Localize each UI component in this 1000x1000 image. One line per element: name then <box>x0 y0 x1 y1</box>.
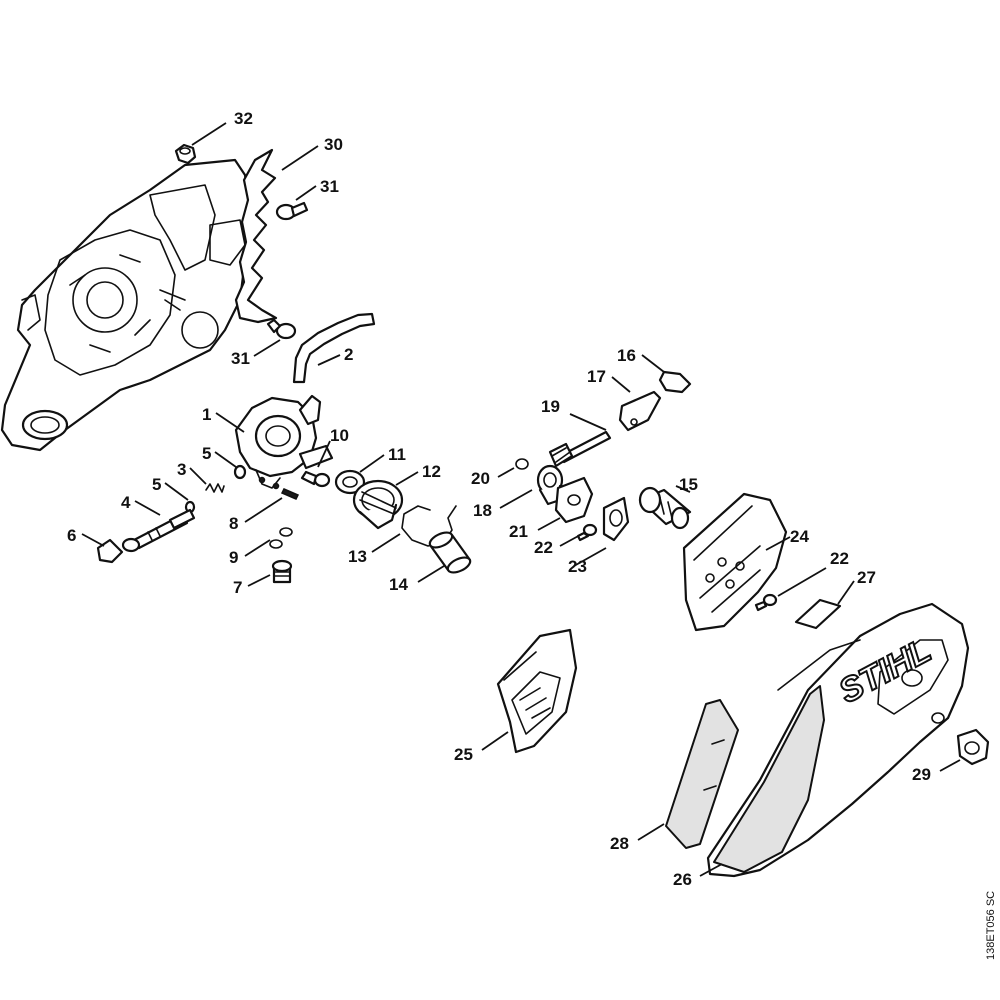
callout-8: 8 <box>229 514 238 533</box>
callout-20: 20 <box>471 469 490 488</box>
part-6-screw-plug <box>96 538 124 564</box>
callout-12: 12 <box>422 462 441 481</box>
callout-21: 21 <box>509 522 528 541</box>
part-21-side-plate <box>554 476 594 524</box>
part-20-washer <box>515 458 529 470</box>
part-27-cover-plate <box>794 598 842 630</box>
callout-32: 32 <box>234 109 253 128</box>
part-11-washer <box>334 469 366 495</box>
part-22-screw-b <box>754 593 778 612</box>
callout-22-lower: 22 <box>830 549 849 568</box>
callout-6: 6 <box>67 526 76 545</box>
callout-30: 30 <box>324 135 343 154</box>
callout-31-lower: 31 <box>231 349 250 368</box>
part-29-nut <box>956 728 990 766</box>
leader-lines <box>81 122 961 877</box>
crankcase-housing <box>0 158 252 452</box>
part-25-chain-catcher <box>496 628 578 754</box>
callout-14: 14 <box>389 575 408 594</box>
part-16-clip <box>658 370 692 394</box>
callout-4: 4 <box>121 493 131 512</box>
callout-17: 17 <box>587 367 606 386</box>
callout-11: 11 <box>388 445 406 464</box>
part-17-plate <box>618 390 662 432</box>
part-31-screw-upper <box>275 201 309 221</box>
part-8-pin <box>280 488 300 500</box>
callout-3: 3 <box>177 460 186 479</box>
part-28-buffer <box>665 699 739 849</box>
callout-9: 9 <box>229 548 238 567</box>
callout-5-upper: 5 <box>202 444 211 463</box>
part-19-adjusting-screw <box>548 430 612 468</box>
part-14-sleeve <box>428 531 472 574</box>
part-4-pump-piston <box>121 508 196 553</box>
callout-23: 23 <box>568 557 587 576</box>
part-22-screw-a <box>576 523 598 542</box>
callout-27: 27 <box>857 568 876 587</box>
callout-13: 13 <box>348 547 367 566</box>
callout-19: 19 <box>541 397 560 416</box>
part-2-oil-hose <box>292 312 376 384</box>
callout-7: 7 <box>233 578 242 597</box>
callout-2: 2 <box>344 345 353 364</box>
callout-16: 16 <box>617 346 636 365</box>
part-5-washer-a <box>233 464 247 480</box>
callout-labels: 32 30 31 31 2 1 5 3 5 4 6 8 9 7 10 11 12… <box>67 109 931 889</box>
callout-22-upper: 22 <box>534 538 553 557</box>
part-18-gear <box>536 464 564 506</box>
part-32-nut <box>174 143 197 165</box>
part-9-o-rings <box>269 527 293 549</box>
callout-15: 15 <box>679 475 698 494</box>
part-23-tensioner-slide <box>602 496 630 542</box>
part-31-screw-lower <box>266 318 297 340</box>
part-24-guide-plate <box>682 492 788 632</box>
part-26-sprocket-cover <box>706 602 970 878</box>
part-15-collar-stud <box>638 486 692 530</box>
callout-31-upper: 31 <box>320 177 339 196</box>
part-3-spring <box>205 483 225 493</box>
callout-25: 25 <box>454 745 473 764</box>
callout-1: 1 <box>202 405 211 424</box>
part-10-screw <box>300 470 331 488</box>
part-30-bumper-spike <box>234 148 278 324</box>
callout-5-lower: 5 <box>152 475 161 494</box>
callout-29: 29 <box>912 765 931 784</box>
callout-10: 10 <box>330 426 349 445</box>
part-7-plug-screw <box>271 559 293 584</box>
callout-26: 26 <box>673 870 692 889</box>
callout-24: 24 <box>790 527 809 546</box>
callout-28: 28 <box>610 834 629 853</box>
drawing-code: 138ET056 SC <box>985 891 997 960</box>
part-13-spring-clip <box>401 505 457 547</box>
part-1-oil-pump <box>234 394 334 490</box>
part-12-worm-gear <box>352 479 404 530</box>
callout-18: 18 <box>473 501 492 520</box>
